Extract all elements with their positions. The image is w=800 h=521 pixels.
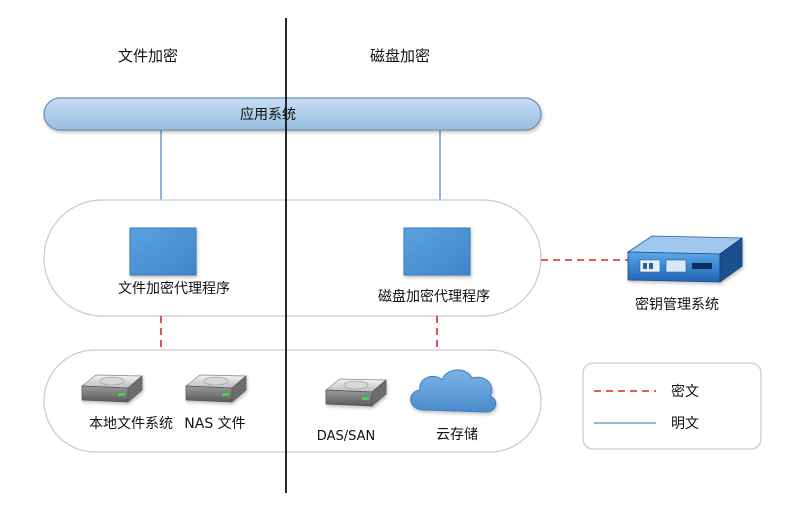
disk-agent-icon bbox=[403, 227, 471, 276]
application-system-bar bbox=[43, 97, 542, 131]
cloud-label: 云存储 bbox=[436, 427, 478, 443]
application-system-label: 应用系统 bbox=[240, 106, 296, 123]
key-management-server-icon bbox=[626, 235, 744, 283]
legend-plain-label: 明文 bbox=[671, 416, 699, 432]
storage-container bbox=[43, 349, 542, 453]
local-hdd-icon bbox=[81, 374, 143, 403]
legend-box bbox=[582, 362, 762, 450]
nas-label: NAS 文件 bbox=[184, 416, 245, 432]
cloud-icon bbox=[410, 369, 497, 413]
file-agent-label: 文件加密代理程序 bbox=[118, 280, 230, 297]
file-agent-icon bbox=[129, 227, 197, 276]
das-san-hdd-icon bbox=[325, 378, 387, 407]
section-title-disk-encryption: 磁盘加密 bbox=[370, 47, 430, 65]
section-title-file-encryption: 文件加密 bbox=[118, 47, 178, 65]
nas-hdd-icon bbox=[185, 374, 247, 403]
local-fs-label: 本地文件系统 bbox=[89, 416, 173, 432]
disk-agent-label: 磁盘加密代理程序 bbox=[378, 288, 490, 305]
legend-cipher-label: 密文 bbox=[671, 383, 699, 400]
key-management-label: 密钥管理系统 bbox=[635, 296, 719, 313]
das-san-label: DAS/SAN bbox=[317, 429, 375, 444]
